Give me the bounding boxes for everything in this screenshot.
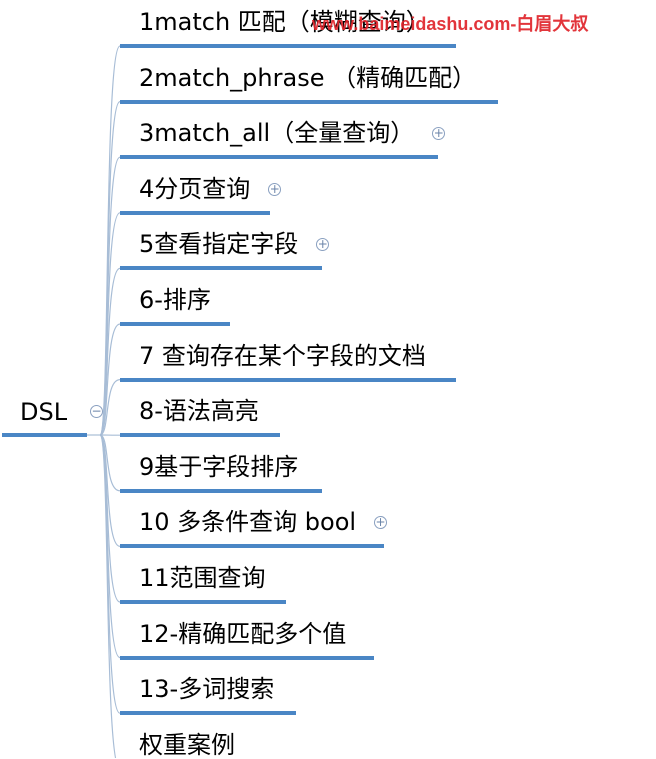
branch-underline — [120, 211, 270, 215]
branch-underline — [120, 489, 322, 493]
branch-underline — [120, 266, 322, 270]
branch-underline — [120, 100, 498, 104]
branch-underline — [120, 544, 384, 548]
expand-toggle-icon[interactable]: + — [316, 238, 329, 251]
branch-underline — [120, 600, 286, 604]
branch-label: 7 查询存在某个字段的文档 — [139, 342, 426, 370]
branch-underline — [120, 656, 374, 660]
branch-label: 9基于字段排序 — [139, 453, 298, 481]
branch-underline — [120, 155, 438, 159]
branch-node[interactable]: 8-语法高亮 — [139, 397, 259, 425]
branch-node[interactable]: 11范围查询 — [139, 564, 266, 592]
branch-label: 权重案例 — [139, 731, 235, 759]
branch-underline — [120, 322, 230, 326]
branch-node[interactable]: 权重案例 — [139, 731, 235, 759]
watermark-text: www.baimeidashu.com-白眉大叔 — [312, 10, 588, 36]
branch-node[interactable]: 13-多词搜索 — [139, 675, 274, 703]
connector-line — [100, 435, 120, 658]
branch-node[interactable]: 5查看指定字段 — [139, 230, 298, 258]
branch-node[interactable]: 6-排序 — [139, 286, 211, 314]
branch-label: 3match_all（全量查询） — [139, 119, 414, 147]
branch-label: 8-语法高亮 — [139, 397, 259, 425]
branch-label: 6-排序 — [139, 286, 211, 314]
branch-label: 13-多词搜索 — [139, 675, 274, 703]
connector-line — [100, 213, 120, 435]
branch-underline — [120, 433, 280, 437]
branch-underline — [120, 711, 296, 715]
branch-node[interactable]: 10 多条件查询 bool — [139, 508, 356, 536]
branch-label: 5查看指定字段 — [139, 230, 298, 258]
expand-toggle-icon[interactable]: + — [268, 183, 281, 196]
expand-toggle-icon[interactable]: + — [374, 516, 387, 529]
root-underline — [2, 433, 87, 437]
branch-node[interactable]: 2match_phrase （精确匹配） — [139, 64, 476, 92]
expand-toggle-icon[interactable]: + — [432, 127, 445, 140]
branch-underline — [120, 378, 456, 382]
branch-node[interactable]: 12-精确匹配多个值 — [139, 620, 346, 648]
branch-label: 2match_phrase （精确匹配） — [139, 64, 476, 92]
branch-label: 10 多条件查询 bool — [139, 508, 356, 536]
branch-node[interactable]: 3match_all（全量查询） — [139, 119, 414, 147]
root-node-label: DSL — [20, 398, 67, 426]
collapse-toggle-icon[interactable]: − — [90, 405, 103, 418]
branch-underline — [120, 44, 456, 48]
branch-node[interactable]: 4分页查询 — [139, 175, 250, 203]
root-node-dsl[interactable]: DSL — [20, 398, 67, 426]
branch-label: 11范围查询 — [139, 564, 266, 592]
branch-node[interactable]: 7 查询存在某个字段的文档 — [139, 342, 426, 370]
branch-label: 12-精确匹配多个值 — [139, 620, 346, 648]
branch-label: 4分页查询 — [139, 175, 250, 203]
branch-node[interactable]: 9基于字段排序 — [139, 453, 298, 481]
